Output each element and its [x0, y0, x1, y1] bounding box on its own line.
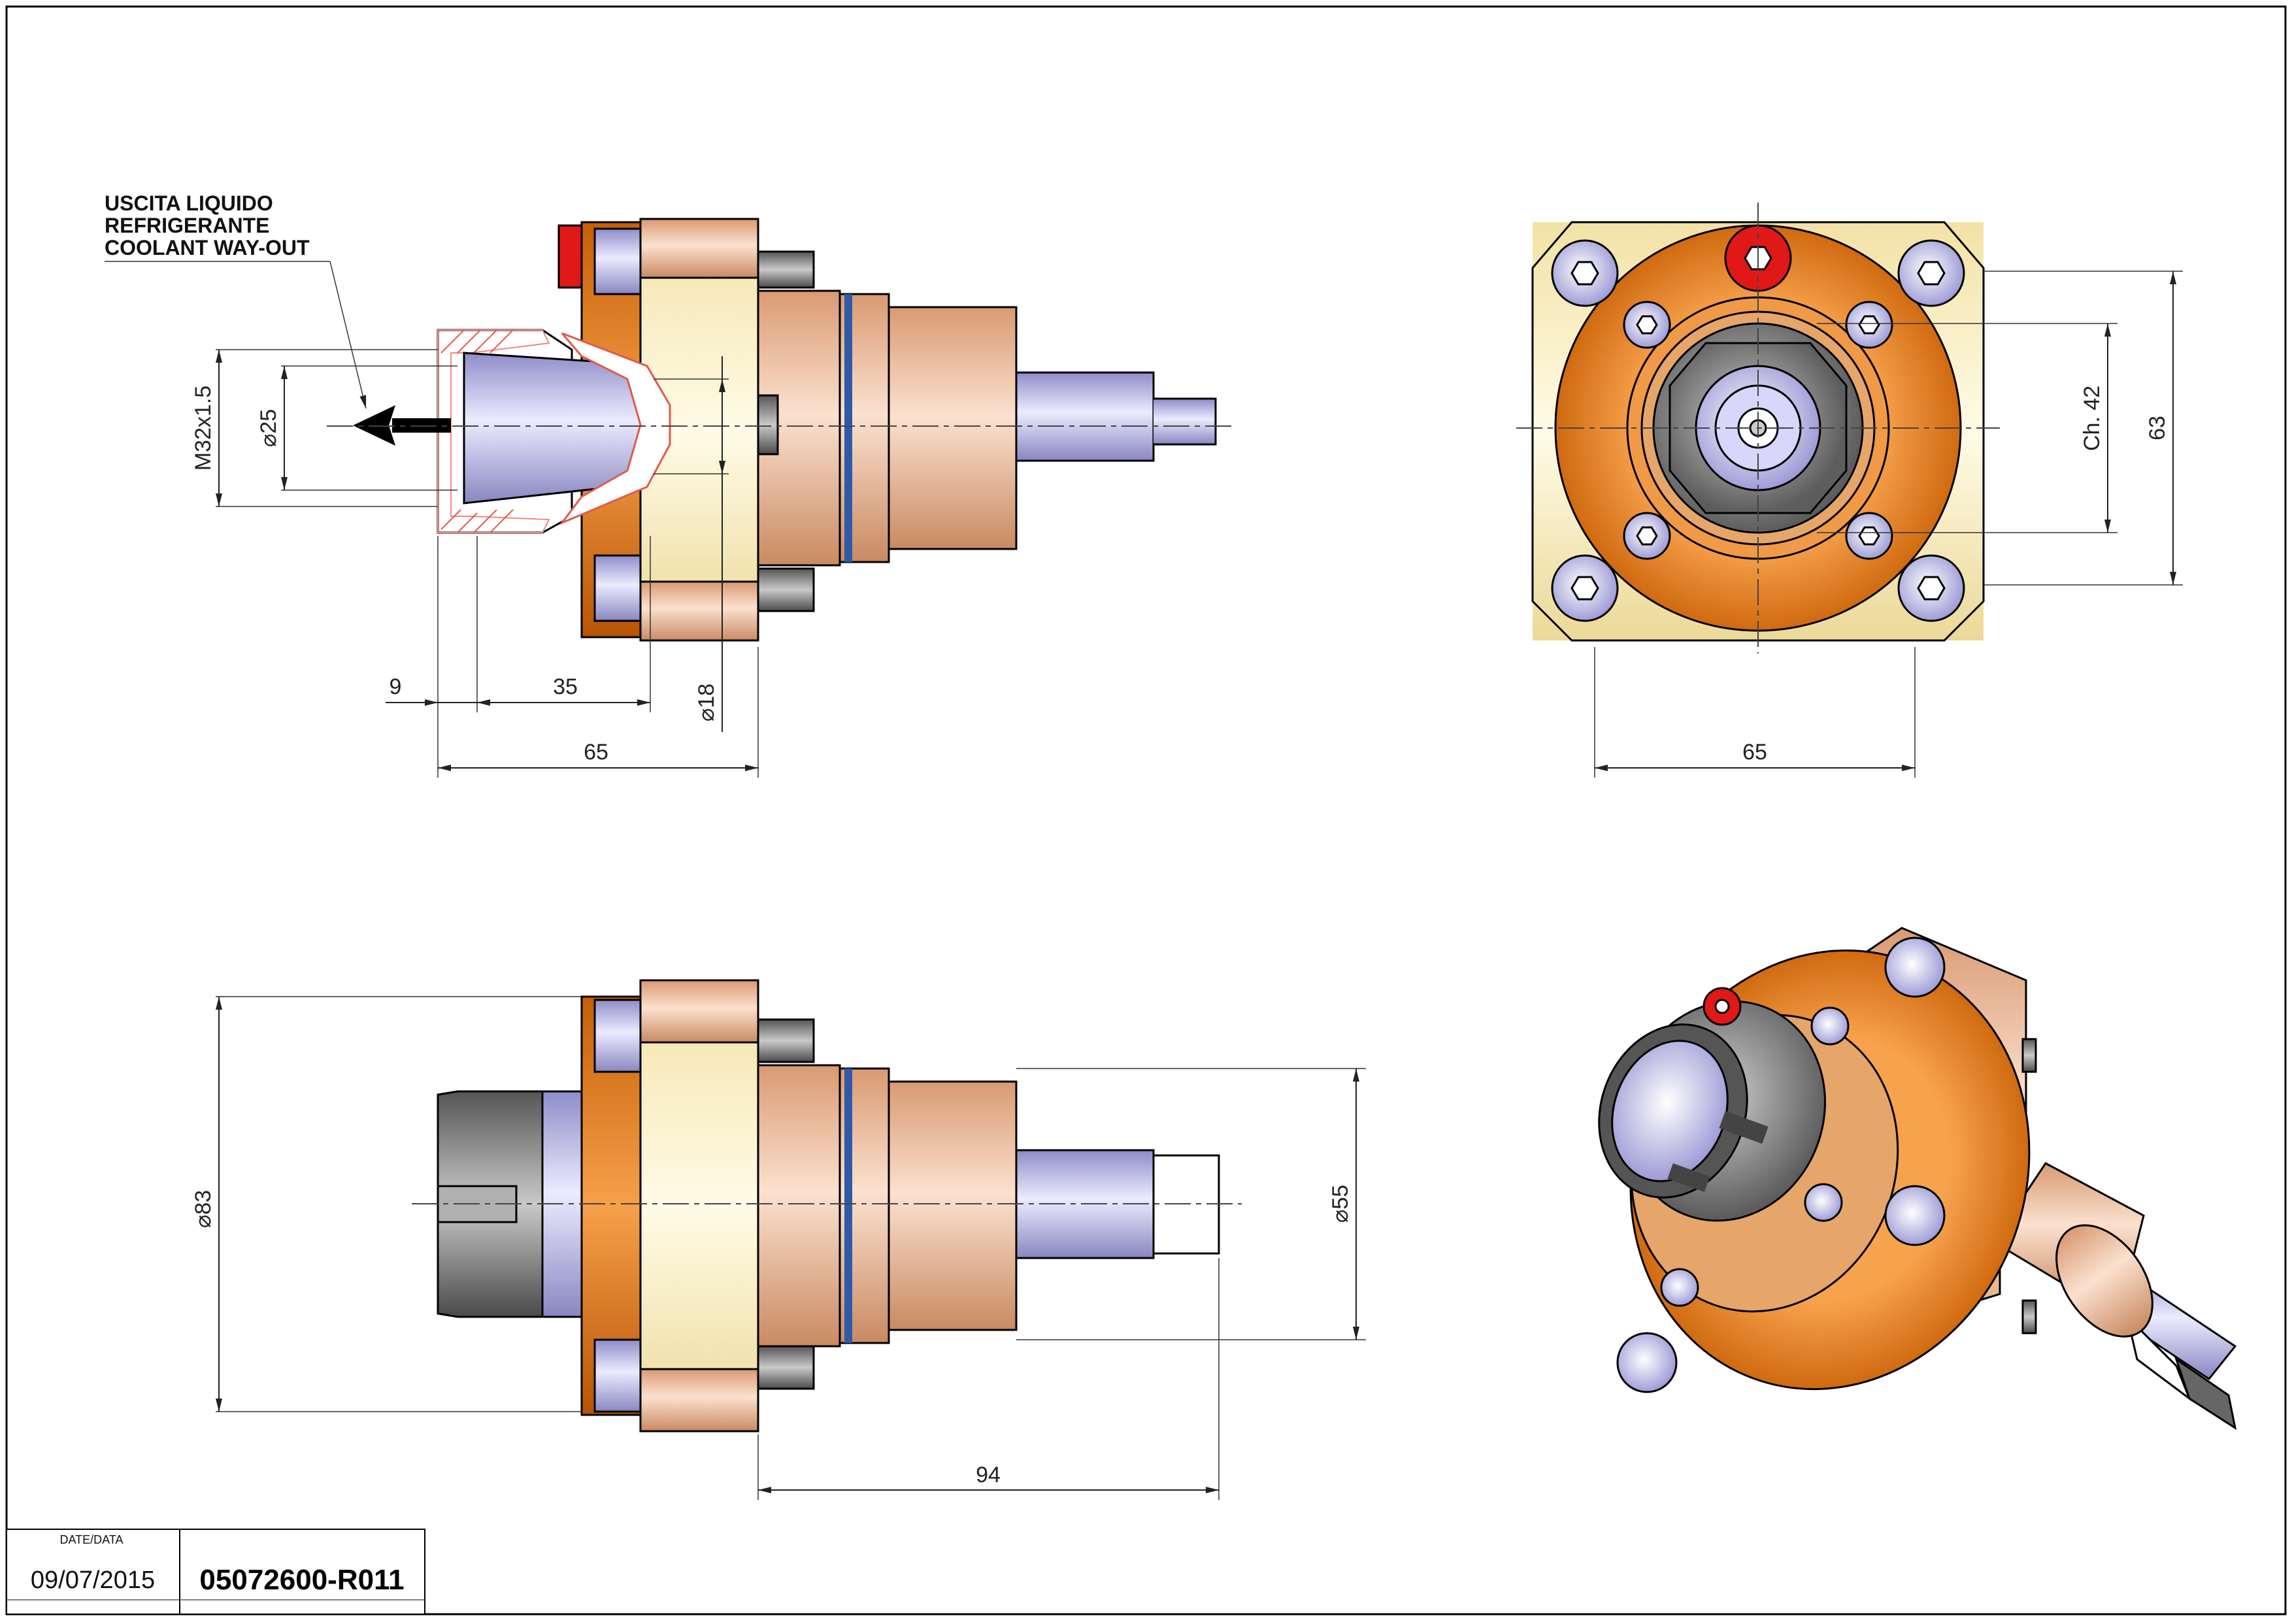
- dim-94: 94: [976, 1463, 1001, 1487]
- dim-dia-18: ⌀18: [694, 684, 719, 721]
- dim-65-front: 65: [1742, 740, 1767, 765]
- dim-ch-42: Ch. 42: [2080, 386, 2104, 451]
- cone-section: [559, 332, 671, 525]
- callout-line-3: COOLANT WAY-OUT: [105, 236, 310, 259]
- screw-icon: [1804, 1183, 1843, 1222]
- shaft-tang: [1154, 397, 1217, 446]
- date-label: DATE/DATA: [59, 1533, 123, 1546]
- dim-dia-25: ⌀25: [256, 409, 281, 447]
- date-value: 09/07/2015: [31, 1566, 155, 1594]
- dim-thread: M32x1.5: [191, 386, 216, 471]
- side-section-view: [327, 218, 1235, 642]
- sheet-border: [5, 5, 2287, 1616]
- drawing-code: 05072600-R011: [199, 1564, 404, 1596]
- rear-housing: [888, 306, 1018, 550]
- front-view: [1516, 203, 2000, 654]
- title-block: DATE/DATA 09/07/2015 05072600-R011: [6, 1529, 425, 1615]
- isometric-view: [1598, 927, 2237, 1431]
- dim-35: 35: [553, 674, 578, 699]
- corner-screws: [1551, 239, 1965, 622]
- callout-leader: [329, 261, 367, 409]
- dim-63: 63: [2145, 416, 2170, 440]
- dim-dia-55: ⌀55: [1328, 1185, 1353, 1223]
- dim-65-side: 65: [584, 740, 608, 765]
- callout-line-2: REFRIGERANTE: [105, 214, 269, 237]
- screw-icon: [1884, 936, 1946, 998]
- side-view-dimensions-2: ⌀83 ⌀55 94: [191, 996, 1366, 1500]
- drive-shaft: [1015, 371, 1155, 462]
- side-view: [412, 979, 1242, 1433]
- o-ring: [844, 294, 852, 562]
- screw-icon: [1884, 1185, 1946, 1246]
- front-view-dimensions: 65 Ch. 42 63: [1594, 271, 2183, 778]
- callout-line-1: USCITA LIQUIDO: [105, 191, 273, 215]
- dim-dia-83: ⌀83: [191, 1190, 216, 1228]
- screw-icon: [1616, 1332, 1678, 1393]
- flange-screw-bottom: [757, 567, 815, 612]
- screw-icon: [1810, 1006, 1850, 1046]
- red-plug: [557, 224, 583, 289]
- dim-9: 9: [390, 674, 402, 699]
- flange-screw-top: [757, 250, 815, 289]
- screw-icon: [1660, 1268, 1699, 1307]
- small-screws: [1623, 301, 1893, 560]
- side-view-dimensions: USCITA LIQUIDO REFRIGERANTE COOLANT WAY-…: [105, 191, 759, 778]
